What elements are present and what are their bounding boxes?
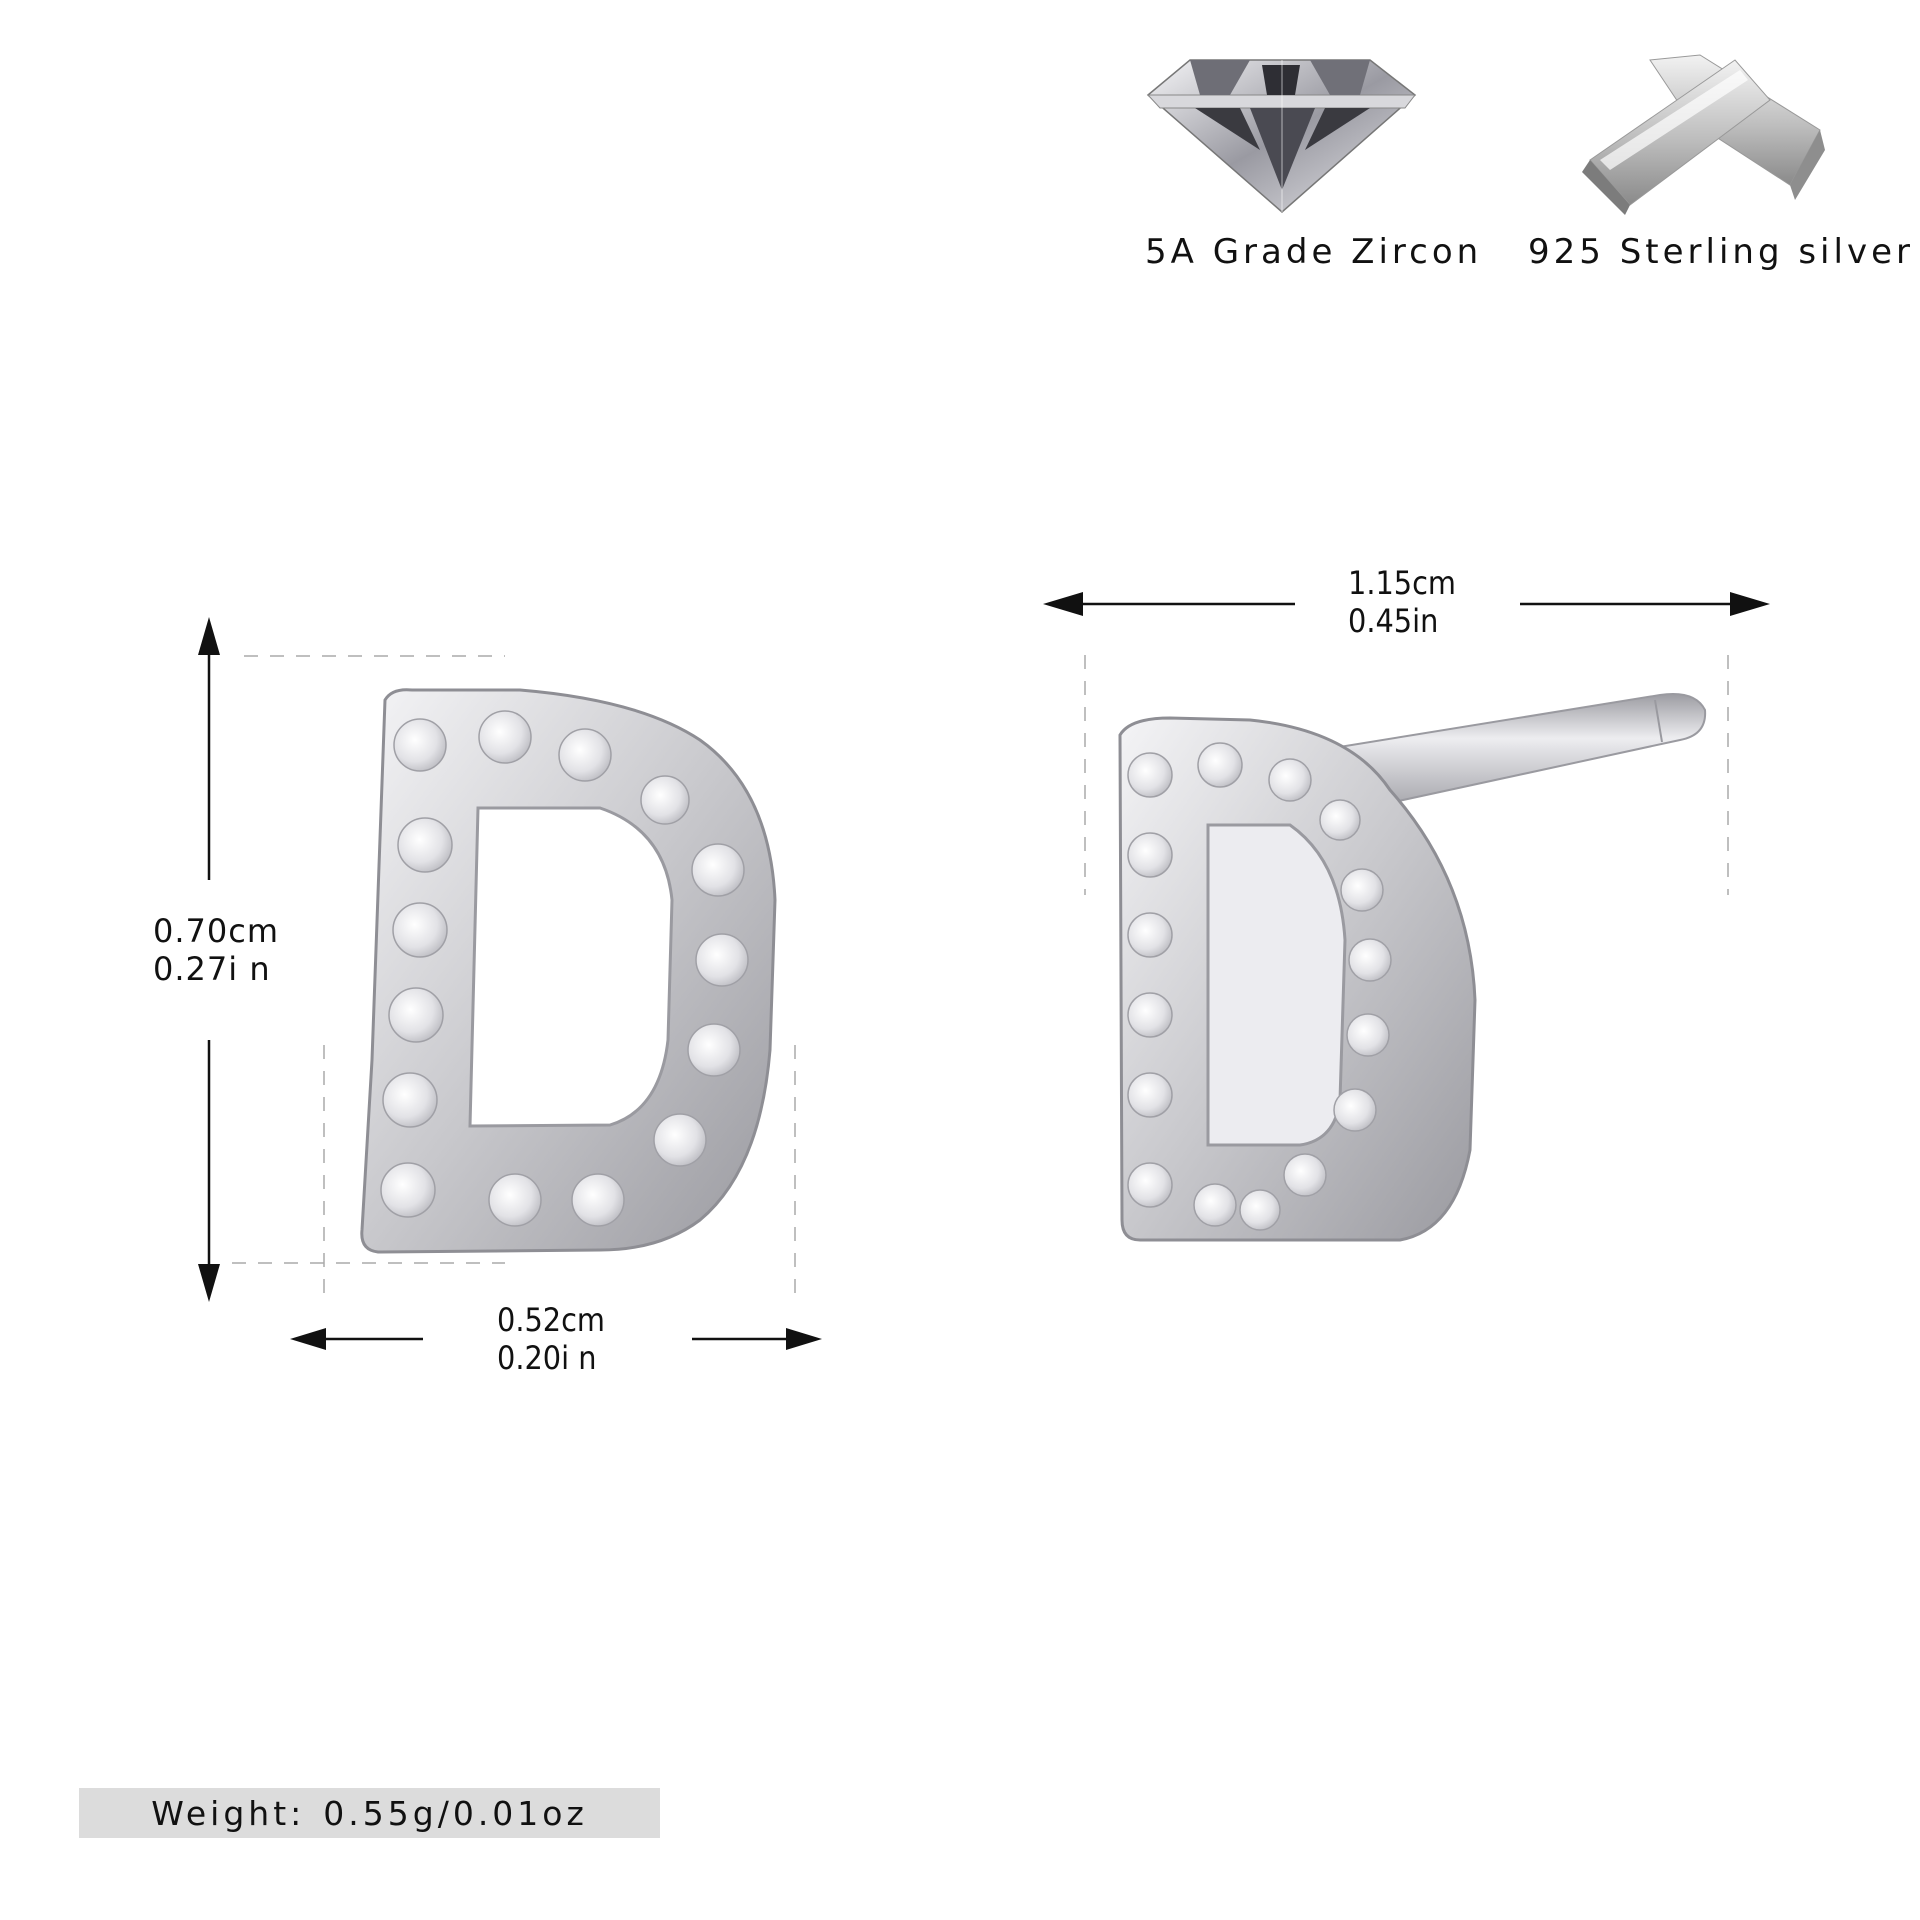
feature-label-zircon: 5A Grade Zircon (1145, 232, 1483, 272)
length-cm: 1.15cm (1348, 564, 1456, 602)
length-in: 0.45in (1348, 602, 1439, 640)
width-in: 0.20i n (497, 1339, 597, 1377)
silver-bars-icon (1582, 54, 1825, 215)
width-cm: 0.52cm (497, 1301, 605, 1339)
earring-side-view (1118, 693, 1707, 1242)
feature-label-silver: 925 Sterling silver (1528, 232, 1914, 272)
length-guide-lines (1084, 655, 1729, 895)
height-cm: 0.70cm (153, 912, 280, 950)
length-label: 1.15cm 0.45in (1348, 564, 1456, 640)
height-dimension-arrow (198, 617, 220, 1302)
diamond-icon (1146, 59, 1417, 213)
earring-front-view (360, 688, 777, 1254)
height-label: 0.70cm 0.27i n (153, 912, 279, 988)
weight-label: Weight: (151, 1793, 306, 1833)
width-label: 0.52cm 0.20i n (497, 1301, 605, 1377)
weight-value: 0.55g/0.01oz (323, 1793, 588, 1833)
height-guide-lines (232, 655, 796, 1295)
weight-badge: Weight: 0.55g/0.01oz (79, 1788, 660, 1838)
width-dimension-arrow (290, 1328, 822, 1350)
height-in: 0.27i n (153, 950, 271, 988)
length-dimension-arrow (1043, 592, 1770, 616)
